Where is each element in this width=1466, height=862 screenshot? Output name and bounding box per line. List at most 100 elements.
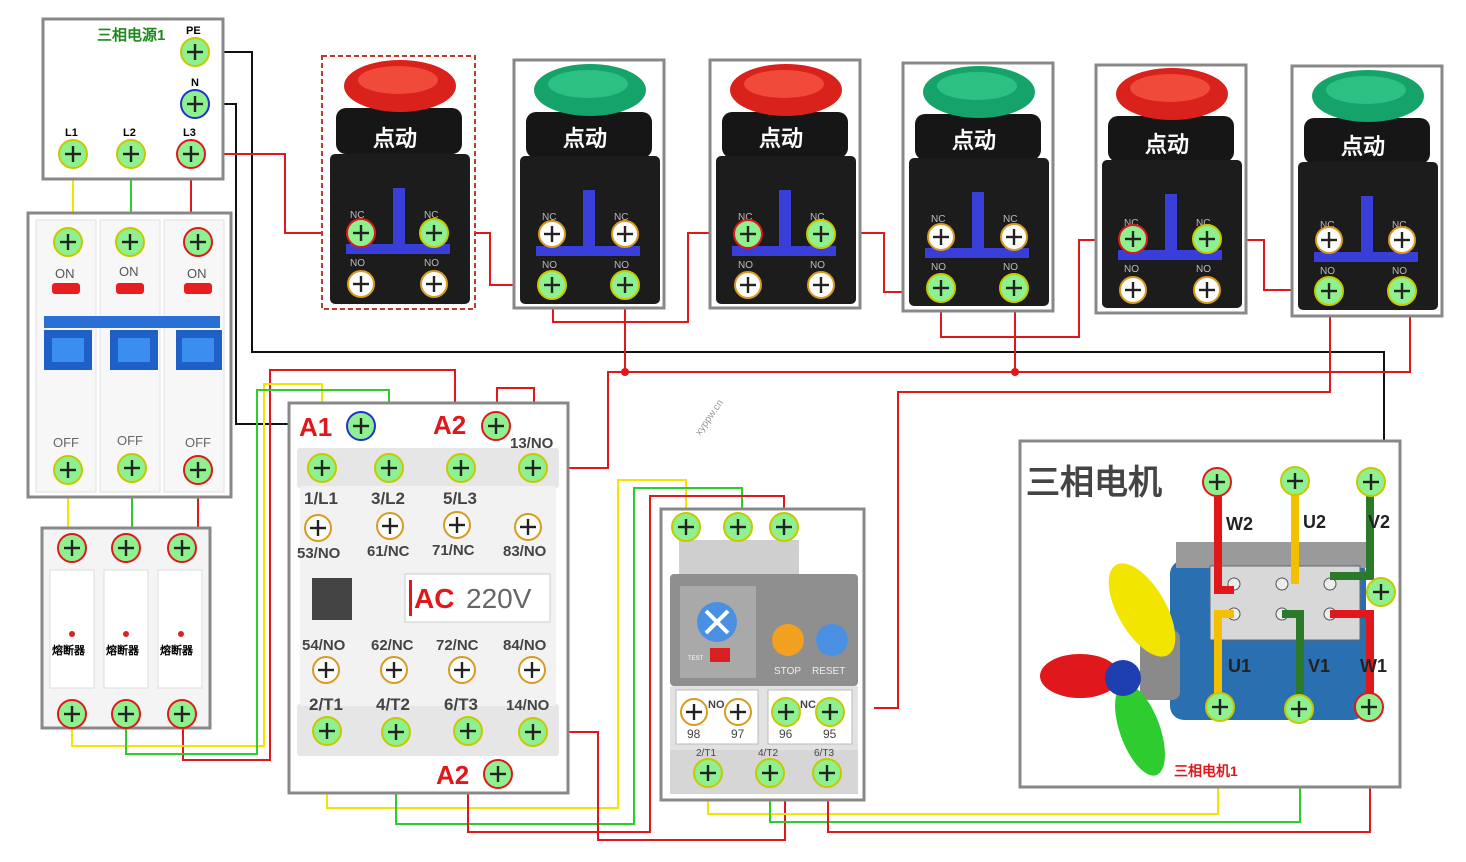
breaker-in-terminal-3[interactable] xyxy=(182,226,214,258)
breaker-out-terminal-3[interactable] xyxy=(182,454,214,486)
n-terminal[interactable] xyxy=(179,88,211,120)
pe-terminal[interactable] xyxy=(179,36,211,68)
aux-83no-terminal[interactable] xyxy=(513,512,543,542)
circuit-breaker: ON ON ON OFF OFF OFF xyxy=(26,211,233,499)
button-5-no-terminal-b[interactable] xyxy=(1192,275,1222,305)
coil-a2-terminal[interactable] xyxy=(480,410,512,442)
aux-53no-terminal[interactable] xyxy=(303,513,333,543)
relay-out-terminal-1[interactable] xyxy=(692,757,724,789)
button-3-nc-terminal-a[interactable] xyxy=(732,218,764,250)
l3-terminal[interactable] xyxy=(175,138,207,170)
relay-out-terminal-3[interactable] xyxy=(811,757,843,789)
terminal-label-pe: PE xyxy=(186,25,201,37)
button-4-nc-terminal-b[interactable] xyxy=(999,222,1029,252)
relay-contact-95: 95 xyxy=(823,727,837,741)
nc-label-1a: NC xyxy=(350,210,364,221)
aux-84no-terminal[interactable] xyxy=(517,655,547,685)
push-button-1[interactable]: 点动 NC NC NO NO xyxy=(321,55,476,310)
button-2-nc-terminal-b[interactable] xyxy=(610,219,640,249)
no-label-6b: NO xyxy=(1392,266,1407,277)
push-button-2[interactable]: 点动 NC NC NO NO xyxy=(512,58,666,310)
nc-label-2a: NC xyxy=(542,212,556,223)
three-phase-motor: 三相电机 W2 U2 V2 U1 V1 W1 xyxy=(1018,439,1402,789)
button-1-nc-terminal-b[interactable] xyxy=(418,217,450,249)
motor-w1-terminal[interactable] xyxy=(1353,691,1385,723)
fuse-in-terminal-3[interactable] xyxy=(166,532,198,564)
button-1-nc-terminal-a[interactable] xyxy=(345,217,377,249)
button-4-no-terminal-b[interactable] xyxy=(998,272,1030,304)
coil-a2-bottom-label: A2 xyxy=(436,760,469,790)
motor-ground-terminal[interactable] xyxy=(1365,576,1397,608)
aux-61nc-terminal[interactable] xyxy=(375,511,405,541)
reset-button[interactable] xyxy=(816,624,848,656)
button-2-no-terminal-b[interactable] xyxy=(609,269,641,301)
relay-in-terminal-3[interactable] xyxy=(768,511,800,543)
breaker-out-terminal-2[interactable] xyxy=(116,452,148,484)
relay-96-terminal[interactable] xyxy=(770,696,802,728)
button-4-no-terminal-a[interactable] xyxy=(925,272,957,304)
relay-98-terminal[interactable] xyxy=(679,697,709,727)
relay-95-terminal[interactable] xyxy=(814,696,846,728)
fuse-out-terminal-3[interactable] xyxy=(166,698,198,730)
contactor-l2-terminal[interactable] xyxy=(373,452,405,484)
button-5-nc-terminal-b[interactable] xyxy=(1191,223,1223,255)
button-4-nc-terminal-a[interactable] xyxy=(926,222,956,252)
motor-w2-terminal[interactable] xyxy=(1201,466,1233,498)
relay-97-terminal[interactable] xyxy=(723,697,753,727)
contactor-l1-terminal[interactable] xyxy=(306,452,338,484)
fuse-out-terminal-1[interactable] xyxy=(56,698,88,730)
aux-54no-terminal[interactable] xyxy=(311,655,341,685)
aux-71nc-terminal[interactable] xyxy=(442,510,472,540)
motor-v2-terminal[interactable] xyxy=(1355,466,1387,498)
contactor-t2-terminal[interactable] xyxy=(380,716,412,748)
push-button-4[interactable]: 点动 NC NC NO NO xyxy=(901,61,1055,313)
motor-u1-terminal[interactable] xyxy=(1204,691,1236,723)
relay-in-terminal-2[interactable] xyxy=(722,511,754,543)
button-3-nc-terminal-b[interactable] xyxy=(805,218,837,250)
button-2-nc-terminal-a[interactable] xyxy=(537,219,567,249)
motor-v1-terminal[interactable] xyxy=(1283,693,1315,725)
breaker-out-terminal-1[interactable] xyxy=(52,454,84,486)
relay-in-terminal-1[interactable] xyxy=(670,511,702,543)
aux-label-84no: 84/NO xyxy=(503,637,547,654)
contactor-t3-terminal[interactable] xyxy=(452,715,484,747)
push-button-5[interactable]: 点动 NC NC NO NO xyxy=(1094,63,1248,315)
button-3-no-terminal-a[interactable] xyxy=(733,270,763,300)
aux-label-83no: 83/NO xyxy=(503,543,547,560)
l2-terminal[interactable] xyxy=(115,138,147,170)
button-5-no-terminal-a[interactable] xyxy=(1118,275,1148,305)
breaker-in-terminal-2[interactable] xyxy=(114,226,146,258)
button-6-no-terminal-a[interactable] xyxy=(1313,275,1345,307)
coil-a1-terminal[interactable] xyxy=(345,410,377,442)
button-6-nc-terminal-a[interactable] xyxy=(1314,225,1344,255)
stop-button[interactable] xyxy=(772,624,804,656)
contactor-l3-terminal[interactable] xyxy=(445,452,477,484)
nc-label-5a: NC xyxy=(1124,218,1138,229)
no-label-5a: NO xyxy=(1124,264,1139,275)
fuse-in-terminal-1[interactable] xyxy=(56,532,88,564)
fuse-out-terminal-2[interactable] xyxy=(110,698,142,730)
aux-72nc-terminal[interactable] xyxy=(447,655,477,685)
button-1-no-terminal-b[interactable] xyxy=(419,269,449,299)
fuse-in-terminal-2[interactable] xyxy=(110,532,142,564)
breaker-in-terminal-1[interactable] xyxy=(52,226,84,258)
push-button-3[interactable]: 点动 NC NC NO NO xyxy=(708,58,862,310)
contactor-label-14no: 14/NO xyxy=(506,697,550,714)
coil-a2-bottom-terminal[interactable] xyxy=(482,758,514,790)
push-button-6[interactable]: 点动 NC NC NO NO xyxy=(1290,64,1444,318)
button-6-nc-terminal-b[interactable] xyxy=(1387,225,1417,255)
contactor-13no-terminal[interactable] xyxy=(517,452,549,484)
aux-62nc-terminal[interactable] xyxy=(379,655,409,685)
motor-u2-terminal[interactable] xyxy=(1279,465,1311,497)
button-1-no-terminal-a[interactable] xyxy=(346,269,376,299)
button-5-nc-terminal-a[interactable] xyxy=(1117,223,1149,255)
button-3-no-terminal-b[interactable] xyxy=(806,270,836,300)
relay-out-terminal-2[interactable] xyxy=(754,757,786,789)
breaker-off-label-1: OFF xyxy=(53,435,79,450)
power-source-title: 三相电源1 xyxy=(97,26,165,44)
button-2-no-terminal-a[interactable] xyxy=(536,269,568,301)
contactor-14no-terminal[interactable] xyxy=(517,716,549,748)
button-6-no-terminal-b[interactable] xyxy=(1386,275,1418,307)
contactor-t1-terminal[interactable] xyxy=(311,715,343,747)
l1-terminal[interactable] xyxy=(57,138,89,170)
